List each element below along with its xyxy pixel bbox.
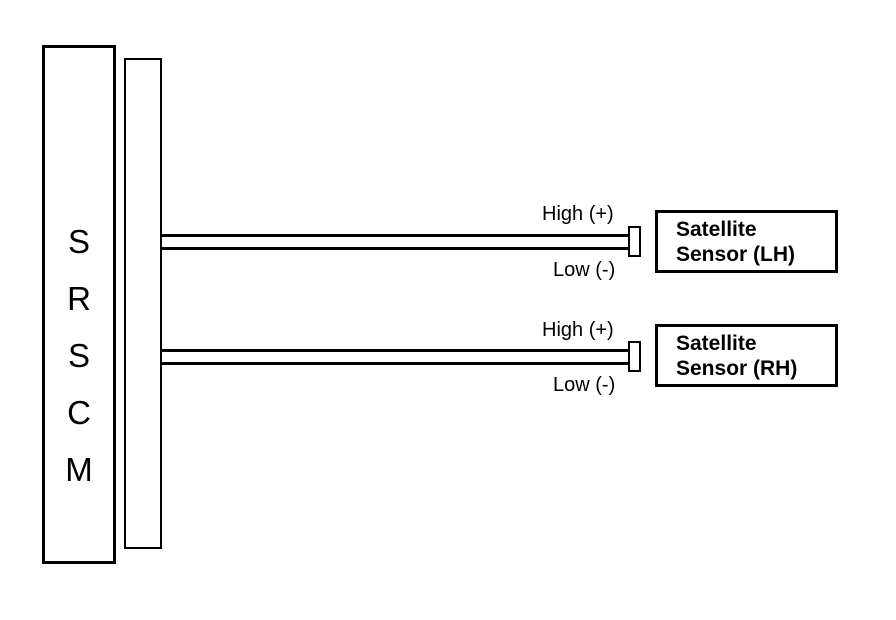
high-wire-lh bbox=[162, 234, 630, 237]
high-wire-rh bbox=[162, 349, 630, 352]
plug-lh bbox=[628, 226, 641, 257]
low-label-rh: Low (-) bbox=[553, 374, 616, 396]
module-label: S R S C M bbox=[45, 213, 113, 498]
plug-rh bbox=[628, 341, 641, 372]
connector-bar bbox=[124, 58, 162, 549]
high-label-lh: High (+) bbox=[542, 203, 614, 225]
module-letter: S bbox=[67, 337, 90, 374]
module-letter: S bbox=[67, 223, 90, 260]
sensor-line-1: Satellite bbox=[676, 218, 757, 241]
low-wire-rh bbox=[162, 362, 630, 365]
sensor-line-2: Sensor (LH) bbox=[676, 243, 796, 266]
low-wire-lh bbox=[162, 247, 630, 250]
sensor-line-1: Satellite bbox=[676, 332, 757, 355]
high-label-rh: High (+) bbox=[542, 319, 614, 341]
sensor-line-2: Sensor (RH) bbox=[676, 357, 798, 380]
srscm-module: S R S C M bbox=[42, 45, 116, 564]
satellite-sensor-rh: Satellite Sensor (RH) bbox=[655, 324, 838, 387]
low-label-lh: Low (-) bbox=[553, 259, 616, 281]
module-letter: R bbox=[67, 280, 91, 317]
module-letter: C bbox=[67, 394, 91, 431]
module-letter: M bbox=[65, 451, 93, 488]
satellite-sensor-lh: Satellite Sensor (LH) bbox=[655, 210, 838, 273]
